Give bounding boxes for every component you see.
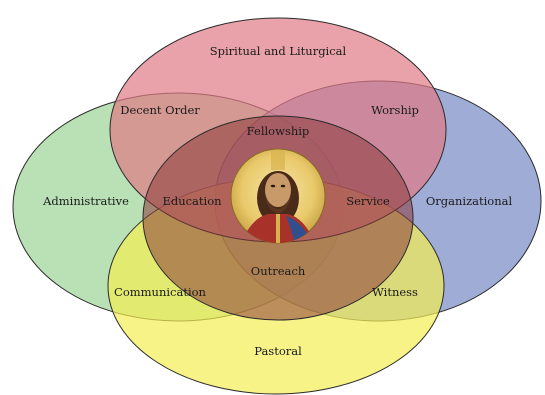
label-center-bottom: Outreach (251, 264, 306, 278)
label-center-left: Education (162, 194, 222, 208)
label-right: Organizational (426, 194, 513, 208)
label-bottom: Pastoral (254, 344, 302, 358)
label-left: Administrative (42, 194, 129, 208)
label-top-right: Worship (371, 103, 419, 117)
label-bottom-left: Communication (114, 285, 207, 299)
label-center-right: Service (346, 194, 390, 208)
label-center-top: Fellowship (247, 124, 310, 138)
label-top: Spiritual and Liturgical (210, 44, 347, 58)
label-top-left: Decent Order (120, 103, 200, 117)
christ-pantocrator-icon (230, 148, 326, 244)
label-bottom-right: Witness (372, 285, 418, 299)
